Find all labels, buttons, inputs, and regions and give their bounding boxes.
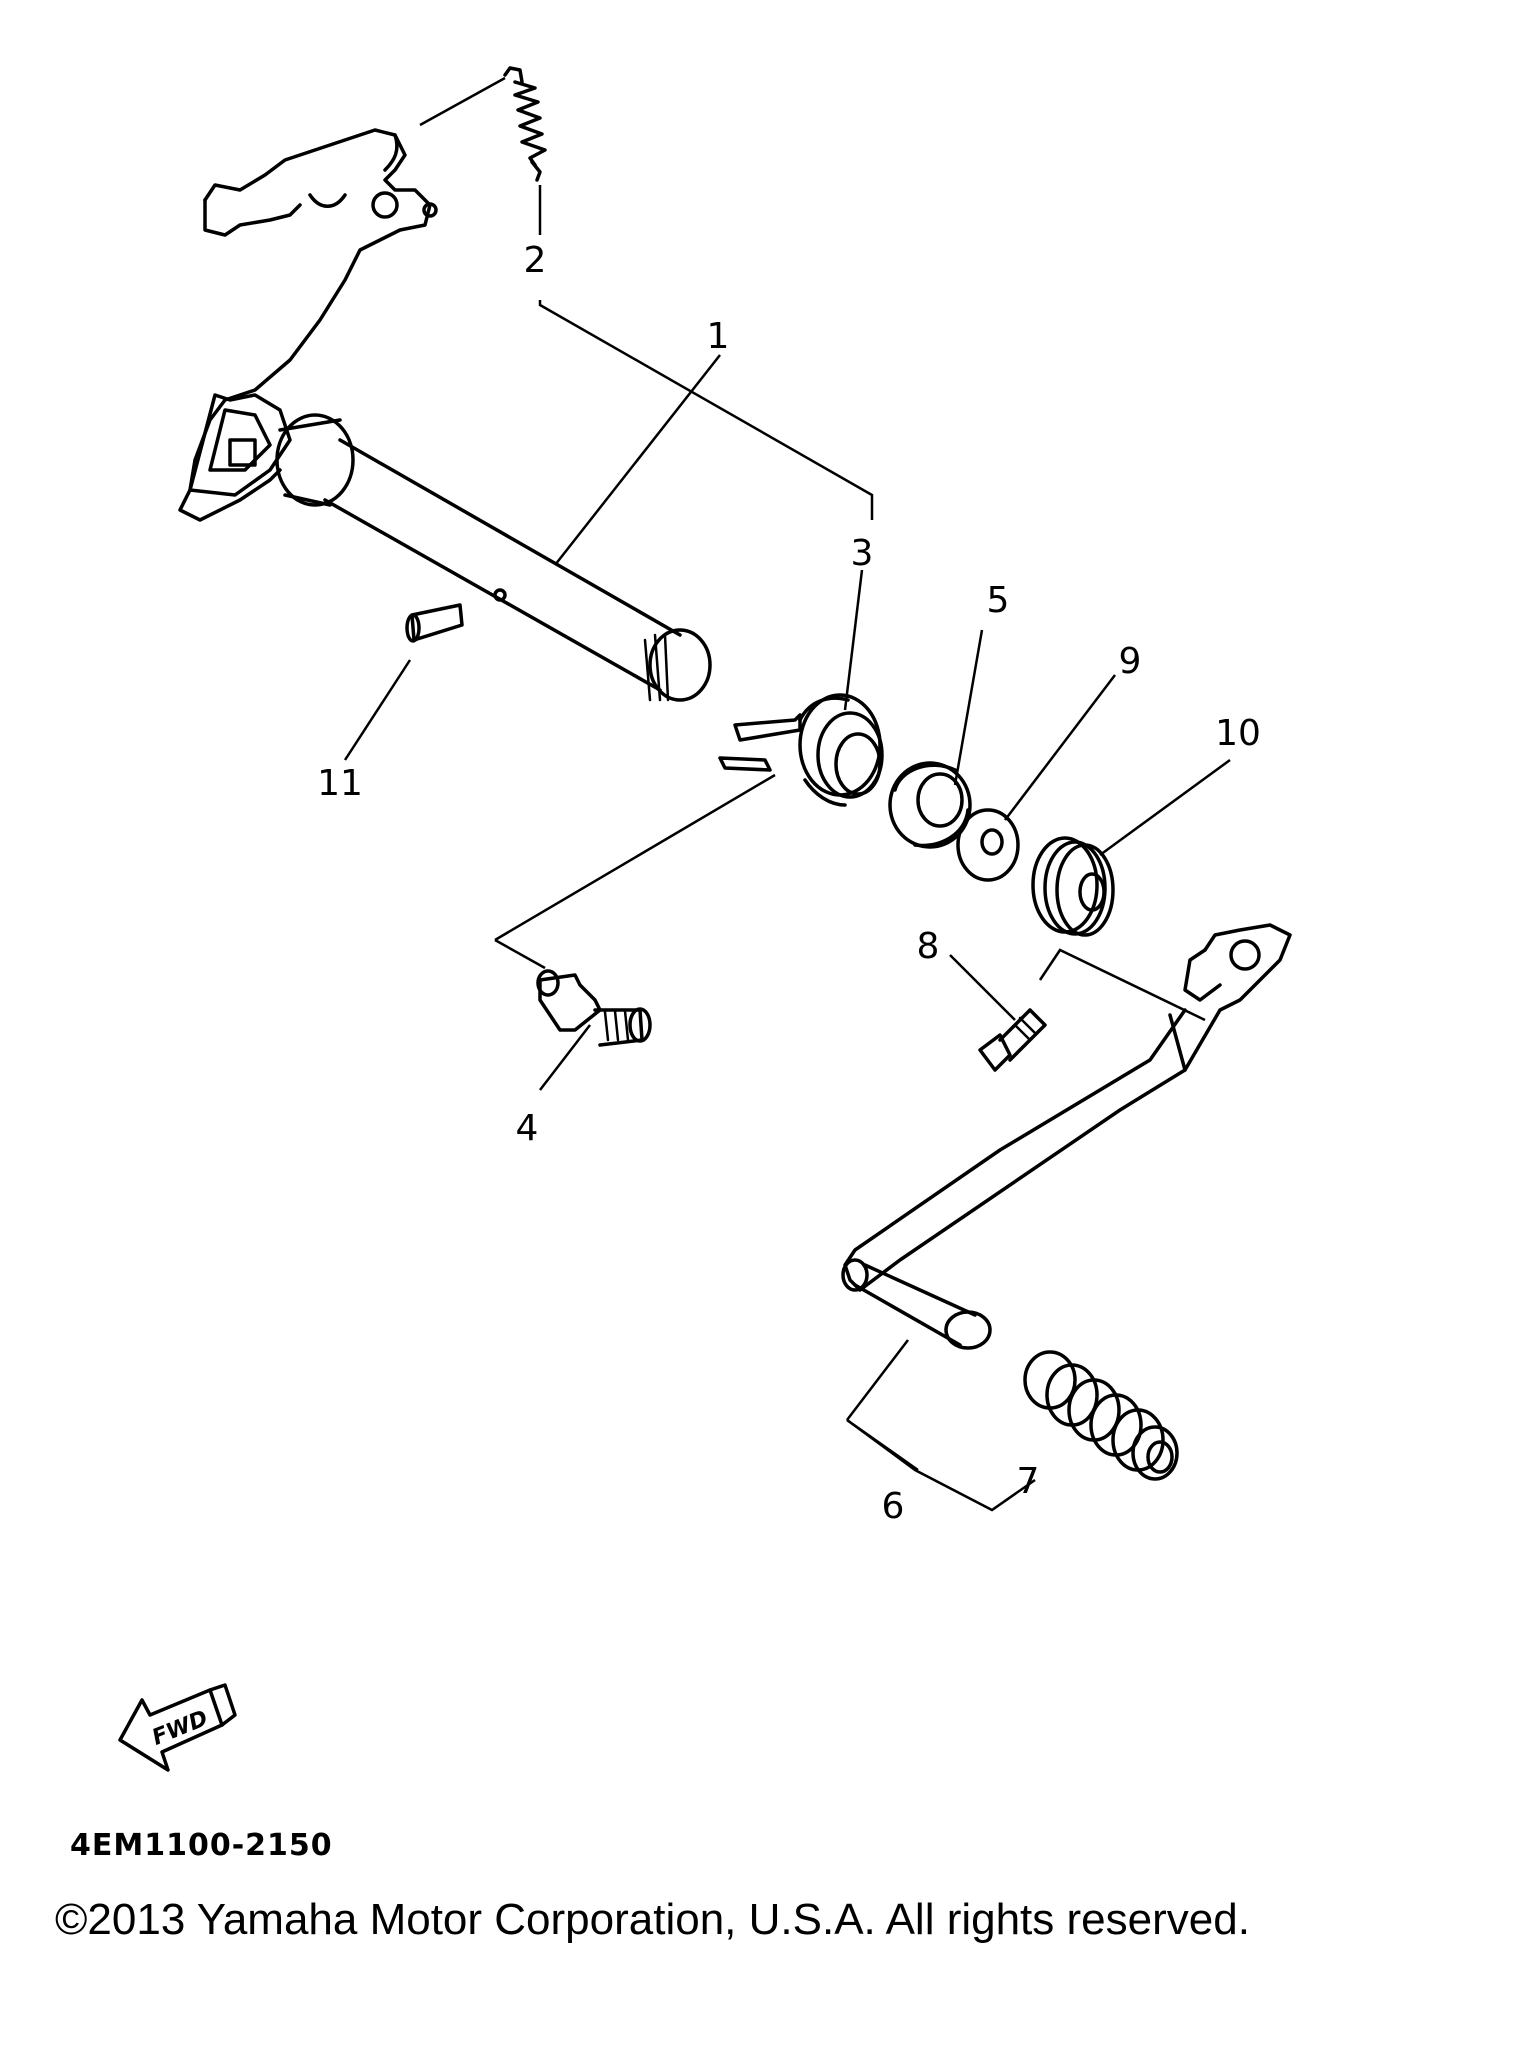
callout-6: 6 — [882, 1486, 905, 1527]
bolt-part — [978, 1008, 1047, 1072]
washer-part — [956, 808, 1020, 882]
callout-11: 11 — [317, 763, 363, 804]
callout-4: 4 — [516, 1108, 539, 1149]
collar-part — [888, 761, 972, 849]
pedal-grip-part — [1023, 1350, 1179, 1481]
fwd-arrow: FWD — [118, 1683, 237, 1772]
torsion-spring-part — [718, 693, 884, 807]
callout-labels: 1 2 3 4 5 6 7 8 9 10 11 — [317, 240, 1261, 1527]
shift-pedal-part — [841, 923, 1292, 1350]
callout-1: 1 — [707, 316, 730, 357]
bushing-part — [1031, 836, 1115, 937]
callout-3: 3 — [851, 533, 874, 574]
callout-7: 7 — [1017, 1461, 1040, 1502]
callout-2: 2 — [524, 240, 547, 281]
callout-10: 10 — [1215, 713, 1261, 754]
diagram-code: 4EM1100-2150 — [70, 1828, 333, 1863]
stud-bolt-part — [536, 969, 652, 1047]
callout-9: 9 — [1119, 641, 1142, 682]
spring-part — [503, 66, 547, 182]
copyright-notice: ©2013 Yamaha Motor Corporation, U.S.A. A… — [55, 1895, 1250, 1944]
leader-lines — [343, 76, 1231, 1512]
pin-part — [405, 603, 464, 643]
shift-shaft-part — [178, 128, 712, 702]
callout-8: 8 — [917, 926, 940, 967]
callout-5: 5 — [987, 580, 1010, 621]
